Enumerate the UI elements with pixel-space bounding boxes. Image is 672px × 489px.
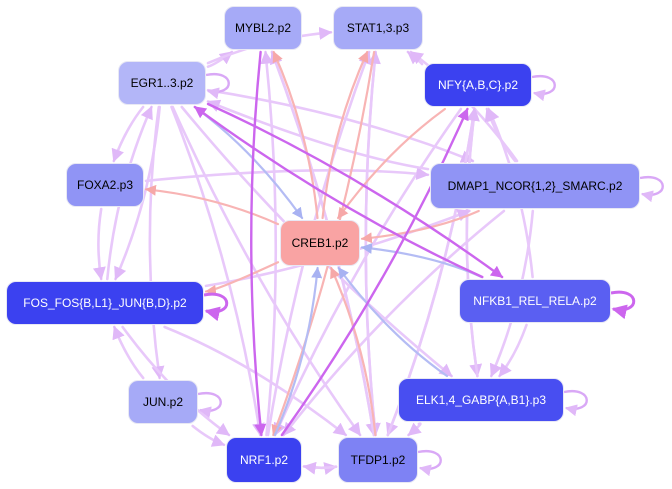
node-elk[interactable]: ELK1,4_GABP{A,B1}.p3 xyxy=(398,378,564,422)
self-loop-fos xyxy=(203,292,229,322)
node-label: FOXA2.p3 xyxy=(76,178,134,192)
edge-elk-to-creb1 xyxy=(337,266,449,378)
node-label: CREB1.p2 xyxy=(291,236,349,250)
edge-dmap1-to-nrf1 xyxy=(282,209,506,437)
node-label: NFY{A,B,C}.p2 xyxy=(437,78,519,92)
edge-nfy-to-nrf1 xyxy=(273,107,463,437)
self-loop-elk xyxy=(563,389,588,417)
edge-egr-to-jun xyxy=(148,105,165,380)
node-label: MYBL2.p2 xyxy=(234,21,292,35)
node-mybl2[interactable]: MYBL2.p2 xyxy=(224,6,302,50)
edge-jun-to-fos xyxy=(112,325,145,380)
node-foxa2[interactable]: FOXA2.p3 xyxy=(66,163,144,207)
node-fos[interactable]: FOS_FOS{B,L1}_JUN{B,D}.p2 xyxy=(6,281,204,325)
node-tfdp1[interactable]: TFDP1.p2 xyxy=(338,437,418,483)
node-jun[interactable]: JUN.p2 xyxy=(128,380,198,424)
edge-foxa2-to-fos xyxy=(92,207,106,281)
edge-nfkb1-to-elk xyxy=(498,323,528,378)
self-loop-nfy xyxy=(531,74,556,102)
edge-elk-to-nfy xyxy=(465,107,480,378)
node-label: JUN.p2 xyxy=(142,395,183,409)
self-loop-egr xyxy=(205,72,230,100)
edge-elk-to-tfdp1 xyxy=(407,422,422,437)
self-loop-dmap1 xyxy=(639,175,664,203)
node-nfkb1[interactable]: NFKB1_REL_RELA.p2 xyxy=(459,279,611,323)
node-nfy[interactable]: NFY{A,B,C}.p2 xyxy=(424,63,532,107)
node-label: EGR1..3.p2 xyxy=(130,76,194,90)
node-egr[interactable]: EGR1..3.p2 xyxy=(118,61,206,105)
edge-nrf1-to-mybl2 xyxy=(260,50,278,437)
self-loop-tfdp1 xyxy=(417,449,442,477)
edge-tfdp1-to-nrf1 xyxy=(302,461,338,475)
edge-nfy-to-creb1 xyxy=(337,107,446,220)
edge-creb1-to-stat13 xyxy=(321,50,369,220)
self-loop-jun xyxy=(197,391,222,419)
node-label: NFKB1_REL_RELA.p2 xyxy=(473,294,597,308)
edge-creb1-to-foxa2 xyxy=(144,184,280,226)
edge-egr-to-dmap1 xyxy=(206,88,475,163)
node-stat13[interactable]: STAT1,3.p3 xyxy=(333,6,423,50)
node-label: STAT1,3.p3 xyxy=(346,21,410,35)
node-label: FOS_FOS{B,L1}_JUN{B,D}.p2 xyxy=(23,296,187,310)
edge-mybl2-to-nrf1 xyxy=(250,50,267,437)
edge-foxa2-to-dmap1 xyxy=(144,167,430,183)
node-label: NRF1.p2 xyxy=(239,453,289,467)
edge-egr-to-foxa2 xyxy=(111,105,145,163)
node-label: ELK1,4_GABP{A,B1}.p3 xyxy=(415,393,547,407)
edge-egr-to-nrf1 xyxy=(170,105,265,437)
edge-jun-to-nrf1 xyxy=(191,424,226,447)
edge-fos-to-tfdp1 xyxy=(163,325,348,437)
edge-egr-to-nfkb1 xyxy=(206,102,504,279)
edge-creb1-to-fos xyxy=(204,261,280,296)
node-nrf1[interactable]: NRF1.p2 xyxy=(226,437,302,483)
edge-tfdp1-to-creb1 xyxy=(330,266,377,437)
self-loops-layer xyxy=(197,72,664,477)
self-loop-nfkb1 xyxy=(610,290,636,320)
edge-creb1-to-mybl2 xyxy=(272,50,319,220)
edge-dmap1-to-creb1 xyxy=(360,209,480,244)
edge-nrf1-to-creb1 xyxy=(273,266,323,437)
edge-nrf1-to-nfy xyxy=(280,107,469,437)
node-dmap1[interactable]: DMAP1_NCOR{1,2}_SMARC.p2 xyxy=(430,163,640,209)
node-label: TFDP1.p2 xyxy=(350,453,406,467)
edge-nfkb1-to-egr xyxy=(193,105,484,279)
node-label: DMAP1_NCOR{1,2}_SMARC.p2 xyxy=(447,179,623,193)
edge-dmap1-to-egr xyxy=(206,99,430,171)
node-creb1[interactable]: CREB1.p2 xyxy=(280,220,360,266)
edge-nfkb1-to-creb1 xyxy=(360,242,483,279)
